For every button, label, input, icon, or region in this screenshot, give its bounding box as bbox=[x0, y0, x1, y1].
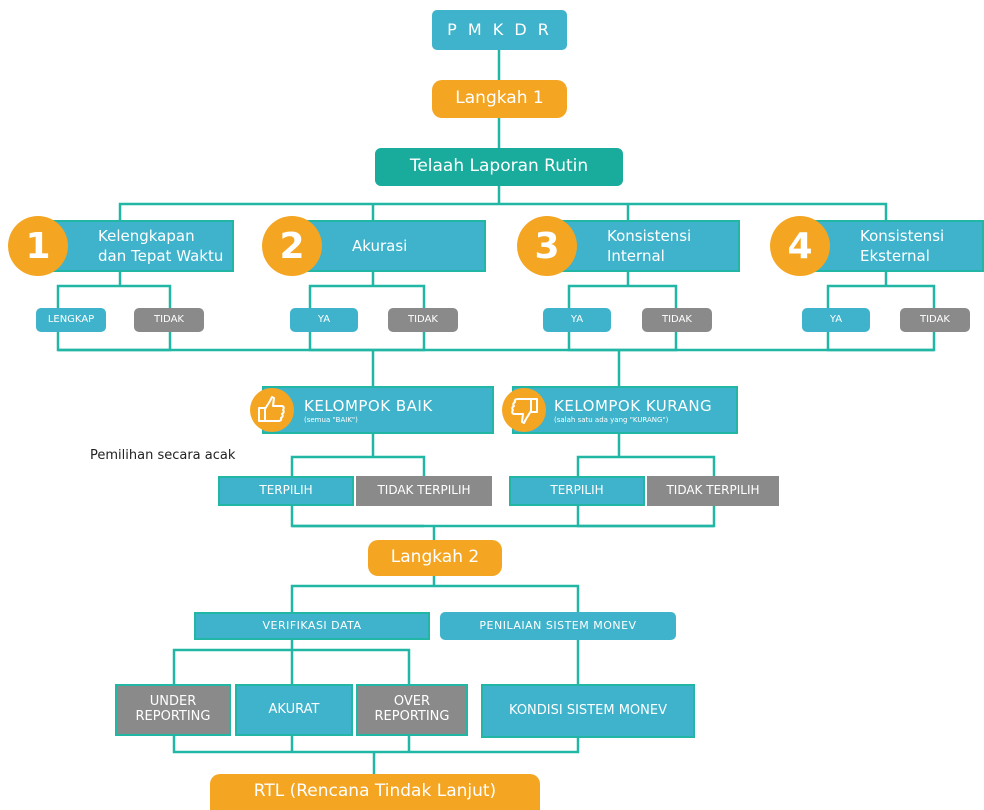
random-selection-note: Pemilihan secara acak bbox=[90, 448, 236, 463]
criterion-3-no: TIDAK bbox=[642, 308, 712, 332]
thumbs-down-glyph bbox=[511, 398, 538, 424]
criterion-4-line2: Eksternal bbox=[860, 247, 930, 265]
thumbs-down-icon bbox=[502, 388, 546, 432]
verification-box: VERIFIKASI DATA bbox=[194, 612, 430, 640]
under-line1: UNDER bbox=[149, 694, 197, 710]
poor-selected: TERPILIH bbox=[509, 476, 645, 506]
criterion-1-line2: dan Tepat Waktu bbox=[98, 247, 224, 265]
criterion-2-number: 2 bbox=[262, 216, 322, 276]
under-reporting-box: UNDER REPORTING bbox=[115, 684, 231, 736]
criterion-3-yes: YA bbox=[543, 308, 611, 332]
poor-group-subtitle: (salah satu ada yang "KURANG") bbox=[554, 415, 669, 424]
title-text: P M K D R bbox=[447, 19, 552, 39]
good-not-selected: TIDAK TERPILIH bbox=[356, 476, 492, 506]
title-box: P M K D R bbox=[432, 10, 567, 50]
criterion-1-number: 1 bbox=[8, 216, 68, 276]
criterion-3-number: 3 bbox=[517, 216, 577, 276]
criterion-2-box: Akurasi bbox=[290, 220, 486, 272]
criterion-1-yes: LENGKAP bbox=[36, 308, 106, 332]
assessment-box: PENILAIAN SISTEM MONEV bbox=[440, 612, 676, 640]
rtl-label: RTL (Rencana Tindak Lanjut) bbox=[253, 781, 497, 802]
step2-label: Langkah 2 bbox=[390, 547, 480, 568]
criterion-4-yes: YA bbox=[802, 308, 870, 332]
criterion-3-box: Konsistensi Internal bbox=[545, 220, 740, 272]
review-box: Telaah Laporan Rutin bbox=[375, 148, 623, 186]
criterion-2-line1: Akurasi bbox=[352, 236, 408, 255]
review-label: Telaah Laporan Rutin bbox=[409, 156, 589, 177]
poor-group-title: KELOMPOK KURANG bbox=[554, 396, 713, 415]
step1-box: Langkah 1 bbox=[432, 80, 567, 118]
thumbs-up-glyph bbox=[258, 396, 285, 422]
good-group-box: KELOMPOK BAIK (semua "BAIK") bbox=[262, 386, 494, 434]
thumbs-up-icon bbox=[250, 388, 294, 432]
good-selected: TERPILIH bbox=[218, 476, 354, 506]
criterion-1-no: TIDAK bbox=[134, 308, 204, 332]
system-condition-box: KONDISI SISTEM MONEV bbox=[481, 684, 695, 738]
criterion-3-line1: Konsistensi bbox=[607, 226, 692, 245]
accurate-box: AKURAT bbox=[235, 684, 353, 736]
step1-label: Langkah 1 bbox=[455, 88, 544, 109]
good-group-subtitle: (semua "BAIK") bbox=[304, 415, 358, 424]
over-line2: REPORTING bbox=[374, 709, 450, 724]
rtl-box: RTL (Rencana Tindak Lanjut) bbox=[210, 774, 540, 810]
criterion-3-line2: Internal bbox=[607, 247, 665, 265]
criterion-2-yes: YA bbox=[290, 308, 358, 332]
criterion-4-number: 4 bbox=[770, 216, 830, 276]
over-reporting-box: OVER REPORTING bbox=[356, 684, 468, 736]
criterion-2-no: TIDAK bbox=[388, 308, 458, 332]
step2-box: Langkah 2 bbox=[368, 540, 502, 576]
poor-not-selected: TIDAK TERPILIH bbox=[647, 476, 779, 506]
under-line2: REPORTING bbox=[135, 709, 211, 724]
criterion-1-line1: Kelengkapan bbox=[98, 226, 195, 245]
criterion-4-line1: Konsistensi bbox=[860, 226, 945, 245]
over-line1: OVER bbox=[393, 694, 431, 710]
criterion-1-box: Kelengkapan dan Tepat Waktu bbox=[36, 220, 234, 272]
criterion-4-no: TIDAK bbox=[900, 308, 970, 332]
good-group-title: KELOMPOK BAIK bbox=[304, 396, 433, 415]
